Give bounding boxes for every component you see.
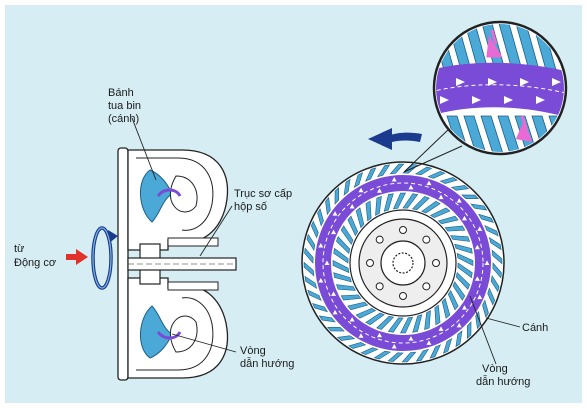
spline-bore — [393, 253, 413, 273]
bolt-hole — [433, 260, 440, 267]
torque-converter-cross-section — [118, 148, 236, 380]
bolt-hole — [376, 236, 383, 243]
turbine-label-line3: (cánh) — [108, 113, 139, 125]
bolt-hole — [423, 236, 430, 243]
bolt-hole — [400, 227, 407, 234]
shaft-label-line1: Trục sơ cấp — [234, 188, 292, 200]
turbine-label-line2: tua bin — [108, 100, 141, 112]
bolt-hole — [367, 260, 374, 267]
turbine-label-line1: Bánh — [108, 87, 134, 99]
guide-left-label-line1: Vòng — [240, 345, 266, 357]
blade-right-label: Cánh — [522, 322, 548, 334]
front-cover-plate — [118, 148, 128, 380]
from-label-line2: Động cơ — [14, 257, 56, 269]
bolt-hole — [400, 293, 407, 300]
guide-left-label-line2: dẫn hướng — [240, 357, 294, 370]
guide-right-label-line1: Vòng — [482, 363, 508, 375]
from-label-line1: từ — [14, 243, 25, 255]
guide-right-label-line2: dẫn hướng — [476, 375, 530, 388]
turbine-wheel-front-view — [302, 162, 504, 364]
stator-stub-lower — [168, 282, 218, 290]
bolt-hole — [376, 283, 383, 290]
bolt-hole — [423, 283, 430, 290]
shaft-label-line2: hộp số — [234, 201, 267, 213]
